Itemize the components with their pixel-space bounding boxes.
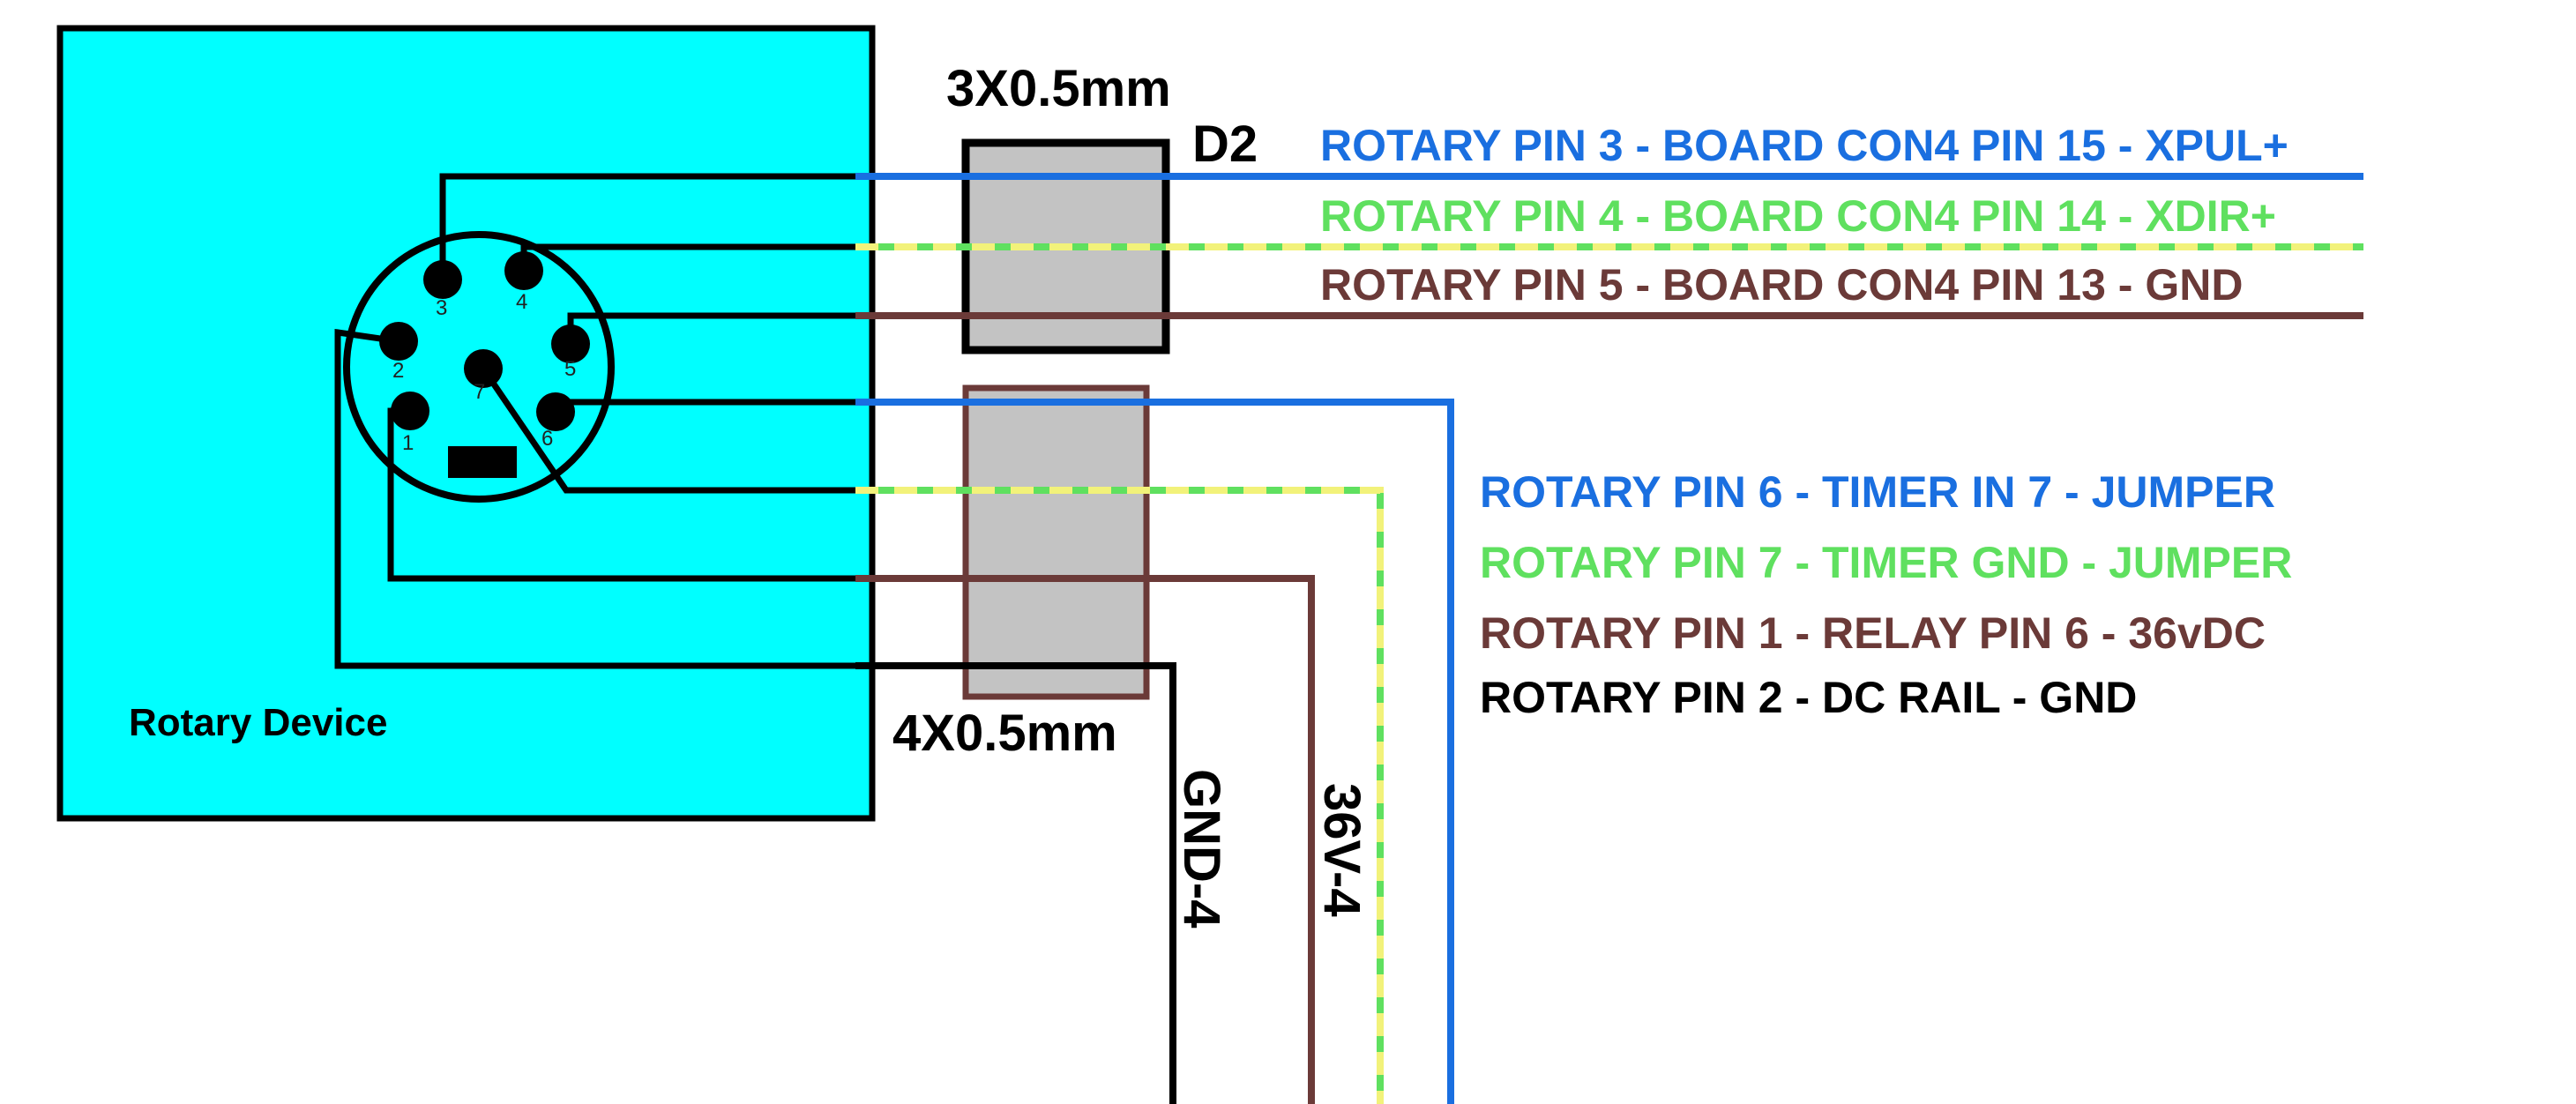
wire-pin2-label: ROTARY PIN 2 - DC RAIL - GND xyxy=(1480,673,2137,722)
wire-pin7-label: ROTARY PIN 7 - TIMER GND - JUMPER xyxy=(1480,538,2292,587)
pin-3-number: 3 xyxy=(436,296,447,320)
external-wires xyxy=(855,173,2363,1104)
connector-key xyxy=(448,446,517,478)
wire-pin5-label: ROTARY PIN 5 - BOARD CON4 PIN 13 - GND xyxy=(1320,260,2243,310)
pin7-lead xyxy=(481,367,855,494)
pin-5-dot xyxy=(551,324,590,363)
wire-pin2-gnd xyxy=(855,662,1176,1104)
cable-lower-label: 4X0.5mm xyxy=(892,705,1117,762)
pin2-lead xyxy=(334,328,855,669)
pin-7-dot xyxy=(464,349,503,388)
rotary-connector xyxy=(343,231,615,503)
wire-pin1-36vdc xyxy=(855,575,1315,1104)
rotary-device-label: Rotary Device xyxy=(129,701,387,744)
wire-pin4-label: ROTARY PIN 4 - BOARD CON4 PIN 14 - XDIR+ xyxy=(1320,191,2276,241)
pin-4-dot xyxy=(504,251,543,290)
pin-6-dot xyxy=(536,392,575,431)
pin-2-number: 2 xyxy=(392,359,404,383)
gnd-drop-label: GND-4 xyxy=(1173,769,1230,928)
pin-2-dot xyxy=(379,322,418,361)
connector-pins xyxy=(379,251,590,431)
pin-1-dot xyxy=(391,392,429,430)
wire-pin6-timer-in xyxy=(855,399,1454,1104)
pin-3-dot xyxy=(423,260,462,299)
pin-7-number: 7 xyxy=(474,380,485,404)
pin-4-number: 4 xyxy=(516,290,527,314)
pin-leads xyxy=(334,173,855,669)
wire-pin7-stripe xyxy=(855,487,1384,1104)
cable-upper-tag: D2 xyxy=(1192,116,1258,173)
v36-drop-label: 36V-4 xyxy=(1313,783,1370,917)
pin-1-number: 1 xyxy=(402,431,414,455)
wire-pin3-label: ROTARY PIN 3 - BOARD CON4 PIN 15 - XPUL+ xyxy=(1320,121,2289,170)
wire-pin6-label: ROTARY PIN 6 - TIMER IN 7 - JUMPER xyxy=(1480,467,2275,517)
pin-5-number: 5 xyxy=(564,357,576,381)
pin-6-number: 6 xyxy=(541,427,553,451)
wire-pin1-label: ROTARY PIN 1 - RELAY PIN 6 - 36vDC xyxy=(1480,608,2266,658)
cable-lower-jacket xyxy=(962,384,1150,700)
rotary-device-box xyxy=(56,25,876,822)
cable-upper-label: 3X0.5mm xyxy=(946,60,1171,117)
pin3-lead xyxy=(439,173,855,280)
